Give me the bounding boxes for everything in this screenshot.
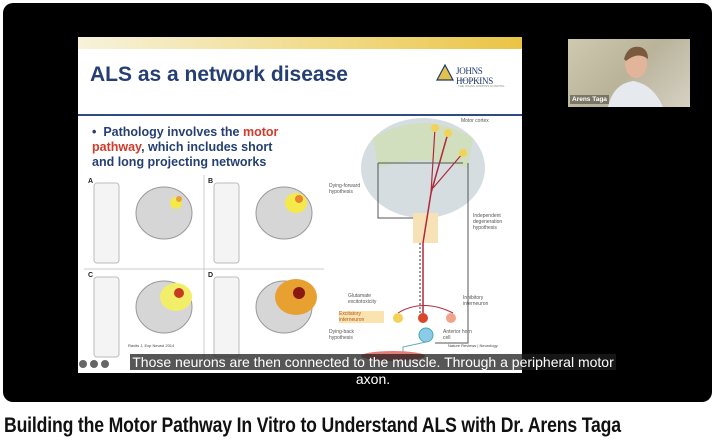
label-motor-cortex: Motor cortex (461, 118, 489, 124)
brain-section (255, 186, 313, 240)
label-anterior-horn: Anterior horn cell (443, 329, 472, 341)
label-excitatory: Excitatory interneuron (339, 311, 384, 323)
caption-line-1: Those neurons are then connected to the … (130, 354, 616, 370)
label-independent: Independent degeneration hypothesis (473, 213, 503, 231)
shield-icon (436, 64, 454, 81)
bullet-text: Pathology involves the (103, 125, 243, 139)
brain-section (135, 186, 193, 240)
heatmap-core (174, 288, 184, 298)
back-icon[interactable] (79, 360, 87, 368)
heatmap-core (295, 195, 303, 203)
label-inhibitory: Inhibitory interneuron (463, 295, 489, 307)
motor-pathway-graphic (361, 118, 485, 361)
citation-left: Ravits J, Exp Neurol 2014 (128, 343, 175, 348)
caption-line-2: axon. (355, 371, 391, 387)
panel-label-a: A (88, 178, 94, 185)
heatmap-core (176, 196, 182, 202)
label-dying-forward: Dying-forward hypothesis (329, 183, 361, 195)
webcam-feed: Arens Taga (568, 39, 690, 107)
spinal-section (213, 276, 240, 358)
motor-pathway-diagram: Motor cortex Dying-forward hypothesis In… (323, 113, 522, 373)
slide-divider (78, 114, 522, 116)
panel-label-d: D (208, 272, 214, 279)
bullet-highlight: motor pathway (92, 125, 279, 154)
presentation-slide: ALS as a network disease JOHNS HOPKINS M… (78, 37, 522, 373)
speaker-video (608, 46, 663, 107)
spinal-section (213, 182, 240, 264)
video-player[interactable]: ALS as a network disease JOHNS HOPKINS M… (3, 3, 712, 402)
slide-title: ALS as a network disease (90, 63, 348, 86)
slide-bullet: • Pathology involves the motor pathway, … (92, 125, 279, 169)
panel-label-c: C (88, 272, 94, 279)
brain-panels-figure: A B C D (84, 175, 324, 370)
slides-icon[interactable] (101, 360, 109, 368)
label-dying-back: Dying-back hypothesis (329, 329, 355, 341)
pen-icon[interactable] (90, 360, 98, 368)
citation-right: Nature Reviews | Neurology (448, 343, 498, 348)
slide-controls (79, 360, 109, 368)
brain-panels-graphic (84, 175, 324, 365)
slide-top-bar (78, 37, 522, 49)
logo-name: JOHNS HOPKINS (456, 66, 493, 86)
speaker-name: Arens Taga (570, 95, 609, 104)
heatmap-region (285, 193, 307, 213)
logo-sub: MEDICINE (460, 78, 483, 82)
bullet-text-end: , which includes short and long projecti… (92, 140, 273, 169)
johns-hopkins-logo: JOHNS HOPKINS MEDICINE THE JOHNS HOPKINS… (436, 64, 514, 94)
logo-sub2: THE JOHNS HOPKINS HOSPITAL (458, 84, 505, 88)
heatmap-core (293, 287, 305, 299)
panel-label-b: B (208, 178, 214, 185)
closed-captions: Those neurons are then connected to the … (93, 354, 653, 388)
label-glutamate: Glutamate excitotoxicity (348, 293, 377, 305)
spinal-section (93, 276, 120, 358)
video-title: Building the Motor Pathway In Vitro to U… (4, 414, 621, 437)
spinal-section (93, 182, 120, 264)
